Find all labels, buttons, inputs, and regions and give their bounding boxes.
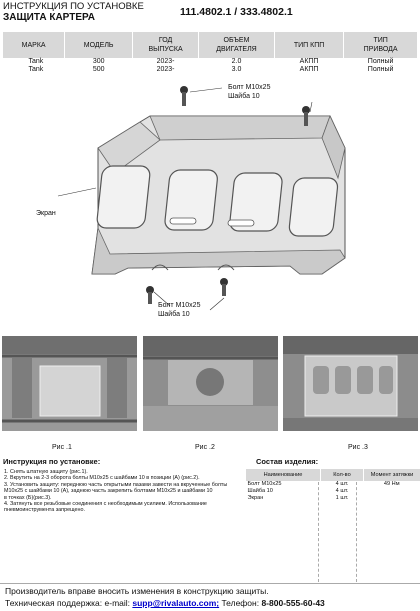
bolt-icon xyxy=(180,86,188,106)
cell: 300 xyxy=(92,58,105,65)
vehicle-spec-table: МАРКА МОДЕЛЬ ГОД ВЫПУСКА ОБЪЕМ ДВИГАТЕЛЯ… xyxy=(1,32,418,74)
label-bolt-bottom: Болт М10х25 xyxy=(158,302,201,309)
instruction-step: 1. Снять штатную защиту (рис.1). xyxy=(4,469,88,475)
cell: 2.0 xyxy=(231,58,242,65)
cell: Экран xyxy=(247,495,264,501)
support-label: Техническая поддержка: e-mail: xyxy=(5,598,133,608)
col-header: Момент затяжки xyxy=(363,469,420,481)
instruction-step: пневмоинструмента запрещено. xyxy=(4,507,85,514)
label-washer-top: Шайба 10 xyxy=(228,93,260,100)
footer-divider xyxy=(0,583,420,584)
footer-support: Техническая поддержка: e-mail: supp@riva… xyxy=(5,598,325,608)
caption-fig-2: Рис .2 xyxy=(195,444,215,451)
instruction-title: ИНСТРУКЦИЯ ПО УСТАНОВКЕ ЗАЩИТА КАРТЕРА xyxy=(3,1,144,23)
label-bolt-top: Болт М10х25 xyxy=(228,84,271,91)
col-header: ОБЪЕМ ДВИГАТЕЛЯ xyxy=(198,32,275,58)
bolt-icon xyxy=(146,286,154,304)
cell: 2023- xyxy=(156,58,175,65)
cell: 4 шт. xyxy=(335,488,349,494)
cell: Полный xyxy=(367,66,394,73)
instruction-step: М10х25 с шайбами 10 (А), заднюю часть за… xyxy=(4,488,213,495)
skid-plate-diagram xyxy=(57,86,346,311)
title-line-1: ИНСТРУКЦИЯ ПО УСТАНОВКЕ xyxy=(3,1,144,12)
bolt-icon xyxy=(302,106,310,126)
table-row: Экран 1 шт. xyxy=(246,495,420,502)
phone-label: Телефон: xyxy=(219,598,262,608)
caption-fig-1: Рис .1 xyxy=(52,444,72,451)
col-header: ТИП КПП xyxy=(273,32,345,58)
cell: Tank xyxy=(28,58,44,65)
components-table: Наименование Кол-во Момент затяжки Болт … xyxy=(245,469,420,502)
instructions-title: Инструкция по установке: xyxy=(3,457,101,466)
cell: Tank xyxy=(28,66,44,73)
installation-photos xyxy=(0,336,420,432)
col-header: Кол-во xyxy=(320,469,364,481)
components-title: Состав изделия: xyxy=(256,457,319,466)
table-row: Шайба 10 4 шт. xyxy=(246,488,420,495)
cell: 1 шт. xyxy=(335,495,349,501)
table-row: Tank 500 2023- 3.0 АКПП Полный xyxy=(3,66,418,74)
cell: 500 xyxy=(92,66,105,73)
instruction-step: 4. Затянуть все резьбовые соединения с н… xyxy=(4,501,207,508)
column-divider xyxy=(318,482,319,582)
instructions-list: 1. Снять штатную защиту (рис.1). 2. Вкру… xyxy=(4,469,249,514)
cell: Полный xyxy=(367,58,394,65)
cell: АКПП xyxy=(299,66,319,73)
col-header: ТИП ПРИВОДА xyxy=(343,32,418,58)
cell: 49 Нм xyxy=(383,481,400,487)
bolt-icon xyxy=(220,278,228,296)
support-phone: 8-800-555-60-43 xyxy=(261,598,325,608)
part-numbers: 111.4802.1 / 333.4802.1 xyxy=(180,6,293,18)
cell: Болт М10х25 xyxy=(247,481,282,487)
photo-2 xyxy=(143,336,278,431)
cell xyxy=(364,495,420,502)
label-screen: Экран xyxy=(36,210,56,217)
col-header: МОДЕЛЬ xyxy=(64,32,134,58)
caption-fig-3: Рис .3 xyxy=(348,444,368,451)
skid-plate-shape xyxy=(91,114,346,275)
table-row: Болт М10х25 4 шт. 49 Нм xyxy=(246,481,420,488)
photo-1 xyxy=(2,336,137,431)
cell xyxy=(364,488,420,495)
cell: Шайба 10 xyxy=(247,488,273,494)
support-email-link[interactable]: supp@rivalauto.com; xyxy=(132,598,220,608)
cell: 4 шт. xyxy=(335,481,349,487)
instruction-step: 3. Установить защиту: переднюю часть отк… xyxy=(4,481,228,488)
col-header: МАРКА xyxy=(1,32,66,58)
cell: 3.0 xyxy=(231,66,242,73)
column-divider xyxy=(356,482,357,582)
cell: 2023- xyxy=(156,66,175,73)
col-header: Наименование xyxy=(245,469,321,481)
cell: АКПП xyxy=(299,58,319,65)
col-header: ГОД ВЫПУСКА xyxy=(132,32,200,58)
instruction-step: 2. Вкрутить на 2-3 оборота болты М10х25 … xyxy=(4,475,200,482)
footer-disclaimer: Производитель вправе вносить изменения в… xyxy=(5,586,269,596)
title-line-2: ЗАЩИТА КАРТЕРА xyxy=(3,12,95,23)
photo-3 xyxy=(283,336,418,431)
table-row: Tank 300 2023- 2.0 АКПП Полный xyxy=(3,58,418,66)
label-washer-bottom: Шайба 10 xyxy=(158,311,190,318)
instruction-step: в точках (Б)(рис.3). xyxy=(4,494,52,501)
